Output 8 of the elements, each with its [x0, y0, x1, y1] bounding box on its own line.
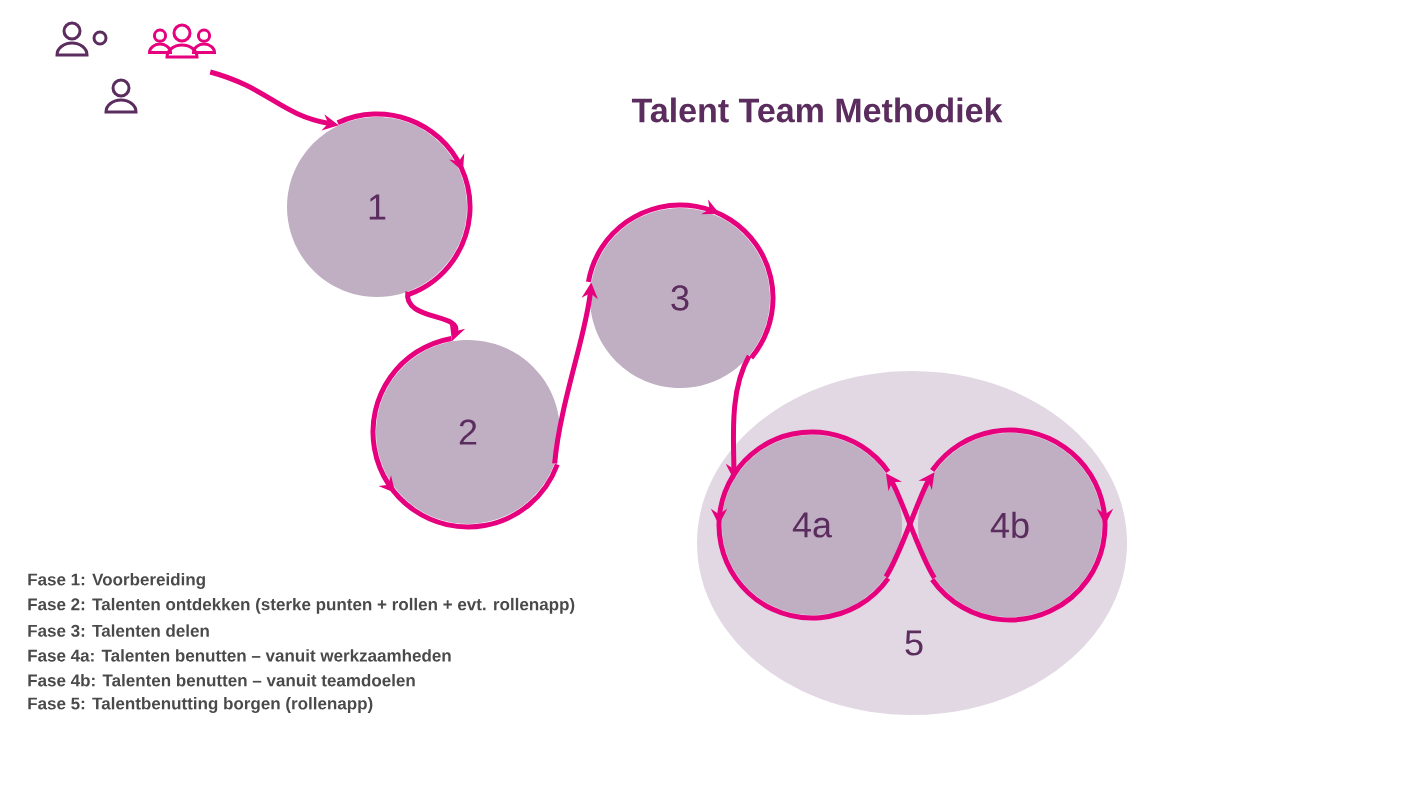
legend-text: Fase 4a: Talenten benutten – vanuit werkzaamheden [28, 649, 451, 662]
title: Talent Team Methodiek [631, 97, 1003, 123]
legend-text: Fase 4b: Talenten benutten – vanuit teamdoelen [28, 673, 415, 687]
legend-text: Fase 5: Talentbenutting borgen (rollenapp) [28, 697, 373, 713]
legend-text: Fase 1: Voorbereiding [28, 573, 205, 589]
legend-text: Fase 3: Talenten delen [28, 624, 209, 637]
legend-text: Fase 2: Talenten ontdekken (sterke punten + rollen + evt. rollenapp) [28, 597, 575, 614]
person-icons-drawing [55, 21, 216, 114]
